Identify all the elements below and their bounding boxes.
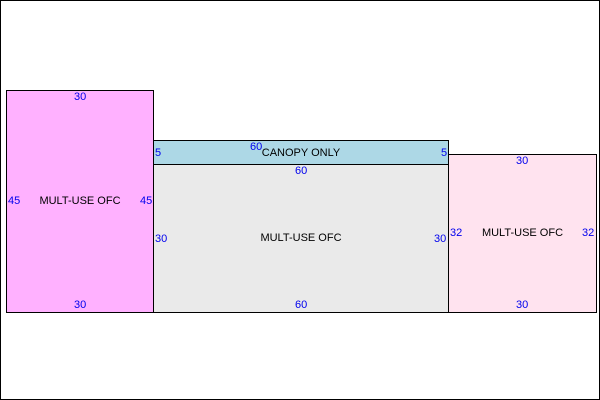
room-c-label: MULT-USE OFC [481, 227, 564, 239]
room-b-bottom-dimension: 60 [295, 299, 308, 311]
room-c-right-dimension: 32 [582, 227, 595, 239]
room-c-bottom-dimension: 30 [516, 299, 529, 311]
room-a-right-dimension: 45 [140, 195, 153, 207]
room-b-left-dimension: 30 [155, 233, 168, 245]
room-c-left-dimension: 32 [450, 227, 463, 239]
room-b-top-dimension: 60 [295, 165, 308, 177]
room-c-mult-use-ofc[interactable]: MULT-USE OFC [448, 154, 597, 313]
canopy-right-dimension: 5 [441, 147, 448, 159]
room-b-right-dimension: 30 [434, 233, 447, 245]
room-b-label: MULT-USE OFC [260, 232, 342, 244]
room-a-left-dimension: 45 [8, 195, 21, 207]
canopy-label: CANOPY ONLY [261, 147, 341, 159]
canopy-left-dimension: 5 [155, 147, 162, 159]
room-a-top-dimension: 30 [74, 91, 87, 103]
room-canopy-only[interactable]: CANOPY ONLY [153, 140, 449, 165]
room-a-bottom-dimension: 30 [74, 299, 87, 311]
room-c-top-dimension: 30 [516, 155, 529, 167]
room-a-mult-use-ofc[interactable]: MULT-USE OFC [6, 90, 154, 313]
canopy-top-dimension: 60 [250, 141, 263, 153]
room-a-label: MULT-USE OFC [39, 195, 121, 207]
room-b-mult-use-ofc[interactable]: MULT-USE OFC [153, 164, 449, 313]
